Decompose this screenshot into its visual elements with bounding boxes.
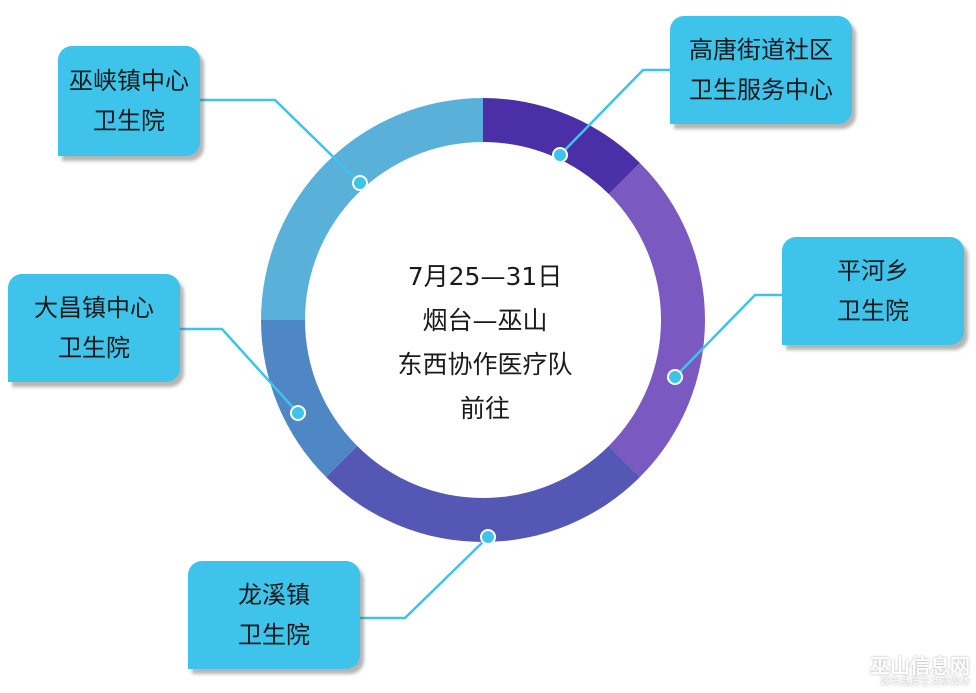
ring-segment-longxi bbox=[326, 445, 640, 542]
ring-segment-gaotang bbox=[483, 98, 640, 195]
connector-dot-longxi bbox=[480, 529, 496, 545]
label-dachang-line2: 卫生院 bbox=[58, 334, 130, 362]
center-line-goto: 前往 bbox=[459, 394, 510, 423]
label-longxi: 龙溪镇 卫生院 bbox=[188, 561, 360, 669]
watermark-main: 巫山信息网 bbox=[870, 654, 970, 678]
label-gaotang-line1: 高唐街道社区 bbox=[689, 36, 833, 64]
ring-segment-pinghe bbox=[608, 163, 706, 477]
ring-segment-wuxia bbox=[261, 98, 483, 320]
center-line-route: 烟台—巫山 bbox=[422, 306, 548, 335]
connector-dot-pinghe bbox=[667, 369, 683, 385]
center-text: 7月25—31日 烟台—巫山 东西协作医疗队 前往 bbox=[360, 255, 610, 431]
label-longxi-line1: 龙溪镇 bbox=[238, 581, 310, 609]
label-dachang-line1: 大昌镇中心 bbox=[34, 294, 154, 322]
connector-dot-wuxia bbox=[352, 175, 368, 191]
connector-dachang bbox=[180, 327, 299, 414]
label-longxi-line2: 卫生院 bbox=[238, 621, 310, 649]
label-dachang: 大昌镇中心 卫生院 bbox=[8, 274, 180, 382]
label-gaotang: 高唐街道社区 卫生服务中心 bbox=[670, 16, 852, 124]
center-line-date: 7月25—31日 bbox=[407, 262, 563, 291]
connector-wuxia bbox=[200, 98, 361, 184]
label-pinghe: 平河乡 卫生院 bbox=[782, 237, 964, 345]
connector-gaotang bbox=[559, 68, 670, 156]
ring-segment-dachang bbox=[261, 320, 358, 477]
connectors bbox=[180, 68, 782, 620]
label-pinghe-line2: 卫生院 bbox=[837, 297, 909, 325]
connector-pinghe bbox=[674, 293, 782, 378]
label-gaotang-line2: 卫生服务中心 bbox=[689, 76, 833, 104]
label-pinghe-line1: 平河乡 bbox=[837, 257, 909, 285]
watermark-sub: 城市品质生活新媒体 bbox=[880, 677, 970, 688]
label-wuxia-line1: 巫峡镇中心 bbox=[69, 67, 189, 95]
label-wuxia: 巫峡镇中心 卫生院 bbox=[58, 46, 200, 156]
connector-dot-dachang bbox=[290, 405, 306, 421]
watermark: 巫山信息网 城市品质生活新媒体 bbox=[870, 655, 970, 689]
connector-dot-gaotang bbox=[552, 147, 568, 163]
connector-longxi bbox=[360, 536, 489, 620]
label-wuxia-line2: 卫生院 bbox=[93, 107, 165, 135]
ring bbox=[261, 98, 706, 542]
center-line-team: 东西协作医疗队 bbox=[397, 350, 573, 379]
